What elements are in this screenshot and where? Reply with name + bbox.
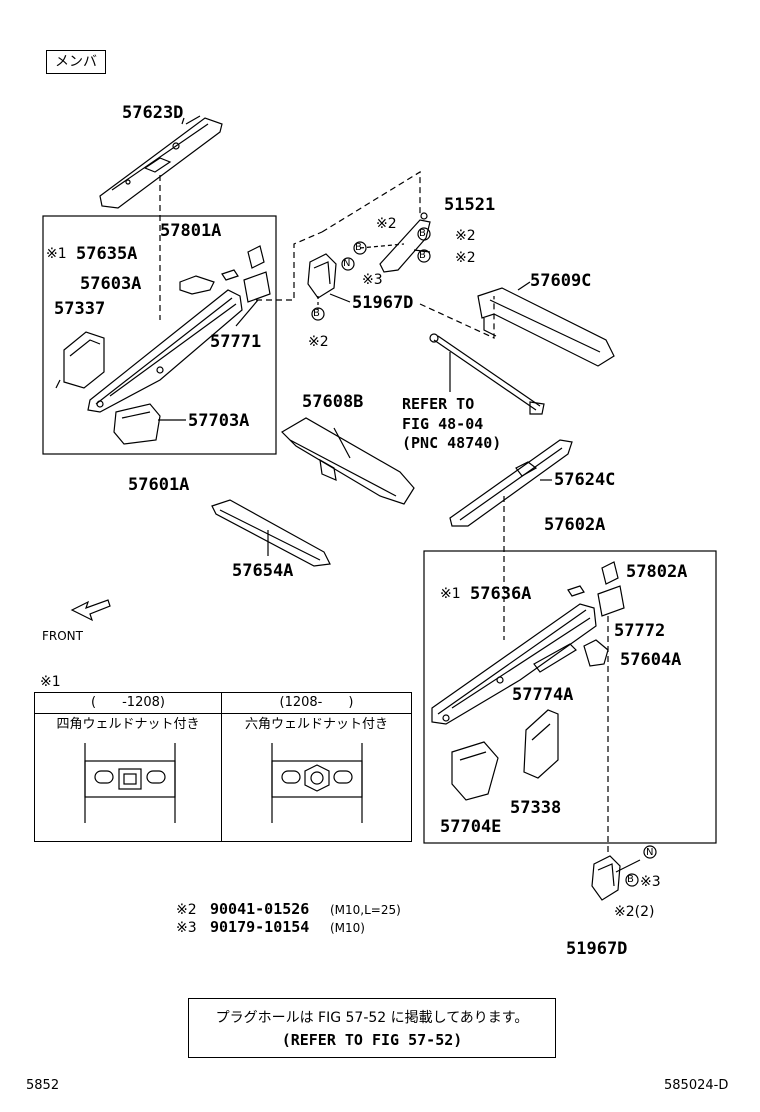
part-57703A-drawing xyxy=(113,403,186,445)
front-label: FRONT xyxy=(42,629,83,643)
part-57338-drawing xyxy=(523,709,559,779)
part-label-57601A: 57601A xyxy=(128,475,190,495)
part-refer-rod-drawing xyxy=(429,333,545,415)
note3-spec: (M10) xyxy=(330,921,365,935)
part-label-57654A: 57654A xyxy=(232,561,294,581)
part-57601A-drawing xyxy=(87,289,243,413)
part-label-57802A: 57802A xyxy=(626,562,688,582)
part-57623D-drawing xyxy=(99,117,223,209)
bolt-mark-b5: B xyxy=(627,874,634,885)
nut-mark-n2: N xyxy=(646,847,654,858)
part-label-57338: 57338 xyxy=(510,798,562,818)
front-arrow-icon xyxy=(70,599,111,622)
part-label-57774A: 57774A xyxy=(512,685,574,705)
note-mark-2c: ※2 xyxy=(455,250,476,266)
plug-note-english: (REFER TO FIG 57-52) xyxy=(281,1031,463,1049)
part-label-57801A: 57801A xyxy=(160,221,222,241)
hex-weld-nut-icon xyxy=(271,743,363,823)
bolt-mark-b3: B xyxy=(419,250,426,261)
note-mark-3b: ※3 xyxy=(640,874,661,890)
part-57772-drawing xyxy=(597,585,625,617)
legend-col1-header: ( -1208) xyxy=(35,693,221,714)
part-label-57635A: 57635A xyxy=(76,244,138,264)
part-label-57771: 57771 xyxy=(210,332,262,352)
part-57608B-drawing xyxy=(281,417,415,505)
part-57603A-drawing xyxy=(179,275,215,295)
part-label-57772: 57772 xyxy=(614,621,666,641)
refer-line-1: REFER TO xyxy=(402,395,475,413)
part-label-57636A: 57636A xyxy=(470,584,532,604)
bolt-mark-b1: B xyxy=(355,242,362,253)
part-label-57337: 57337 xyxy=(54,299,106,319)
note2-part-number: 90041-01526 xyxy=(210,900,310,918)
note-mark-57635A: ※1 xyxy=(46,246,67,262)
part-57774A-drawing xyxy=(533,643,577,673)
note2-mark: ※2 xyxy=(176,902,197,918)
note3-part-number: 90179-10154 xyxy=(210,918,310,936)
part-51967D-top-drawing xyxy=(307,253,351,310)
square-weld-nut-icon xyxy=(84,743,176,823)
part-57636A-drawing xyxy=(567,585,585,597)
footer-page-code: 5852 xyxy=(26,1078,60,1093)
part-57802A-drawing xyxy=(601,561,619,585)
note-mark-2d: ※2 xyxy=(308,334,329,350)
note-mark-3a: ※3 xyxy=(362,272,383,288)
part-57609C-drawing xyxy=(477,281,615,367)
bolt-mark-b2: B xyxy=(419,228,426,239)
part-57654A-drawing xyxy=(211,499,331,567)
legend-col1-desc: 四角ウェルドナット付き xyxy=(56,717,200,732)
nut-mark-n1: N xyxy=(343,258,351,269)
legend-col2-header: (1208- ) xyxy=(222,693,411,714)
part-label-51967D-top: 51967D xyxy=(352,293,414,313)
refer-line-2: FIG 48-04 xyxy=(402,415,484,433)
part-57337-drawing xyxy=(55,331,105,389)
part-label-57703A: 57703A xyxy=(188,411,250,431)
part-label-57602A: 57602A xyxy=(544,515,606,535)
bolt-mark-b4: B xyxy=(313,308,320,319)
section-tag-member: メンバ xyxy=(46,50,106,74)
footer-figure-id: 585024-D xyxy=(664,1078,729,1093)
group-box-57602A xyxy=(423,550,717,844)
legend-table: ( -1208) 四角ウェルドナット付き (1208- ) 六角ウェルドナット付… xyxy=(34,692,412,842)
legend-title: ※1 xyxy=(40,674,61,690)
part-51967D-bottom-drawing xyxy=(591,845,657,901)
part-label-51521: 51521 xyxy=(444,195,496,215)
part-57604A-drawing xyxy=(583,639,609,667)
note2-spec: (M10,L=25) xyxy=(330,903,401,917)
part-57704E-drawing xyxy=(451,741,499,801)
legend-col2-desc: 六角ウェルドナット付き xyxy=(244,717,388,732)
legend-col-hex-nut: (1208- ) 六角ウェルドナット付き xyxy=(222,693,411,841)
plug-hole-note: プラグホールは FIG 57-52 に掲載してあります。 (REFER TO F… xyxy=(188,998,556,1058)
plug-note-japanese: プラグホールは FIG 57-52 に掲載してあります。 xyxy=(215,1010,529,1026)
part-57801A-drawing xyxy=(247,245,265,269)
note3-mark: ※3 xyxy=(176,920,197,936)
part-57602A-drawing xyxy=(431,603,597,725)
part-label-57603A: 57603A xyxy=(80,274,142,294)
part-label-57623D: 57623D xyxy=(122,103,184,123)
note-mark-2b: ※2 xyxy=(455,228,476,244)
legend-col-square-nut: ( -1208) 四角ウェルドナット付き xyxy=(35,693,222,841)
note-mark-2-2: ※2(2) xyxy=(614,904,655,920)
note-mark-57636A: ※1 xyxy=(440,586,461,602)
part-label-57624C: 57624C xyxy=(554,470,616,490)
part-label-57608B: 57608B xyxy=(302,392,364,412)
note-mark-2a: ※2 xyxy=(376,216,397,232)
part-57771-drawing xyxy=(243,271,271,303)
part-label-57704E: 57704E xyxy=(440,817,502,837)
part-label-57604A: 57604A xyxy=(620,650,682,670)
refer-line-3: (PNC 48740) xyxy=(402,434,502,452)
part-57624C-drawing xyxy=(449,439,573,527)
part-label-51967D-bottom: 51967D xyxy=(566,939,628,959)
part-57635A-drawing xyxy=(221,269,239,281)
part-label-57609C: 57609C xyxy=(530,271,592,291)
